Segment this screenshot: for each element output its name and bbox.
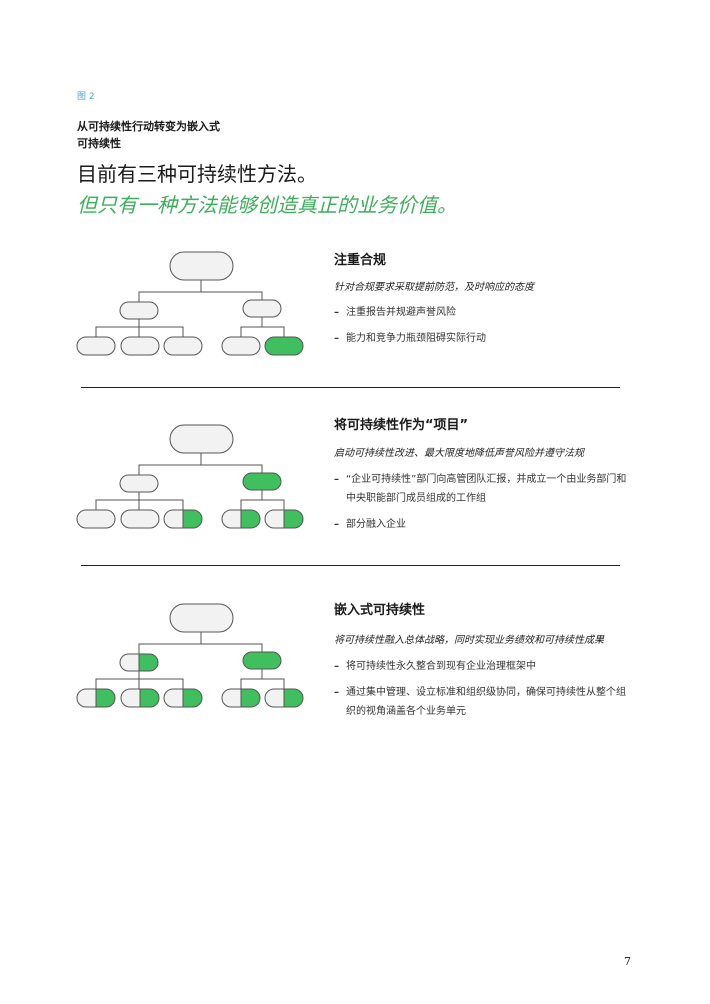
root-node xyxy=(169,424,234,454)
bullet-item: –将可持续性永久整合到现有企业治理框架中 xyxy=(334,657,629,676)
leaf-node xyxy=(163,336,203,356)
leaf-node xyxy=(163,509,203,529)
section-subtitle: 针对合规要求采取提前防范，及时响应的态度 xyxy=(334,282,534,293)
bullet-text: “企业可持续性”部门向高管团队汇报，并成立一个由业务部门和中央职能部门成员组成的… xyxy=(346,474,627,504)
leaf-node xyxy=(264,336,304,356)
figure-title-line: 可持续性 xyxy=(77,137,121,150)
org-tree-diagram xyxy=(76,603,304,708)
mid-node xyxy=(242,299,282,318)
leaf-node xyxy=(120,688,160,708)
leaf-node xyxy=(76,336,116,356)
section-title: 注重合规 xyxy=(334,253,387,268)
leaf-node xyxy=(221,336,261,356)
figure-title: 从可持续性行动转变为嵌入式 可持续性 xyxy=(77,118,277,152)
subheadline: 但只有一种方法能够创造真正的业务价值。 xyxy=(77,193,457,217)
bullet-list: –将可持续性永久整合到现有企业治理框架中 –通过集中管理、设立标准和组织级协同，… xyxy=(334,657,629,728)
mid-node xyxy=(242,651,282,670)
org-tree-diagram xyxy=(76,251,304,356)
bullet-list: –注重报告并规避声誉风险 –能力和竞争力瓶颈阻碍实际行动 xyxy=(334,303,629,355)
bullet-text: 将可持续性永久整合到现有企业治理框架中 xyxy=(346,661,536,672)
root-node xyxy=(169,603,234,633)
bullet-item: –“企业可持续性”部门向高管团队汇报，并成立一个由业务部门和中央职能部门成员组成… xyxy=(334,470,629,508)
section-subtitle: 将可持续性融入总体战略，同时实现业务绩效和可持续性成果 xyxy=(334,635,604,646)
mid-node xyxy=(119,301,159,320)
bullet-item: –注重报告并规避声誉风险 xyxy=(334,303,629,322)
leaf-node xyxy=(221,509,261,529)
root-node xyxy=(169,251,234,281)
divider xyxy=(81,387,620,388)
leaf-node xyxy=(264,509,304,529)
section-title: 将可持续性作为“项目” xyxy=(334,418,469,433)
divider xyxy=(81,565,620,566)
leaf-node xyxy=(221,688,261,708)
leaf-node xyxy=(264,688,304,708)
bullet-text: 通过集中管理、设立标准和组织级协同，确保可持续性从整个组织的视角涵盖各个业务单元 xyxy=(346,687,626,717)
leaf-node xyxy=(120,336,160,356)
mid-node xyxy=(119,653,159,672)
leaf-node xyxy=(76,509,116,529)
leaf-node xyxy=(120,509,160,529)
mid-node xyxy=(119,474,159,493)
org-tree-diagram xyxy=(76,424,304,529)
bullet-text: 部分融入企业 xyxy=(346,519,406,530)
bullet-item: –部分融入企业 xyxy=(334,515,629,534)
bullet-list: –“企业可持续性”部门向高管团队汇报，并成立一个由业务部门和中央职能部门成员组成… xyxy=(334,470,629,541)
section-subtitle: 启动可持续性改进、最大限度地降低声誉风险并遵守法规 xyxy=(334,448,584,459)
leaf-node xyxy=(163,688,203,708)
bullet-text: 注重报告并规避声誉风险 xyxy=(346,307,456,318)
headline: 目前有三种可持续性方法。 xyxy=(77,162,317,186)
mid-node xyxy=(242,472,282,491)
figure-label: 图 2 xyxy=(77,92,95,102)
bullet-item: –通过集中管理、设立标准和组织级协同，确保可持续性从整个组织的视角涵盖各个业务单… xyxy=(334,683,629,721)
page-number: 7 xyxy=(624,955,631,968)
figure-title-line: 从可持续性行动转变为嵌入式 xyxy=(77,120,220,133)
bullet-item: –能力和竞争力瓶颈阻碍实际行动 xyxy=(334,329,629,348)
leaf-node xyxy=(76,688,116,708)
section-title: 嵌入式可持续性 xyxy=(334,603,426,618)
bullet-text: 能力和竞争力瓶颈阻碍实际行动 xyxy=(346,333,486,344)
